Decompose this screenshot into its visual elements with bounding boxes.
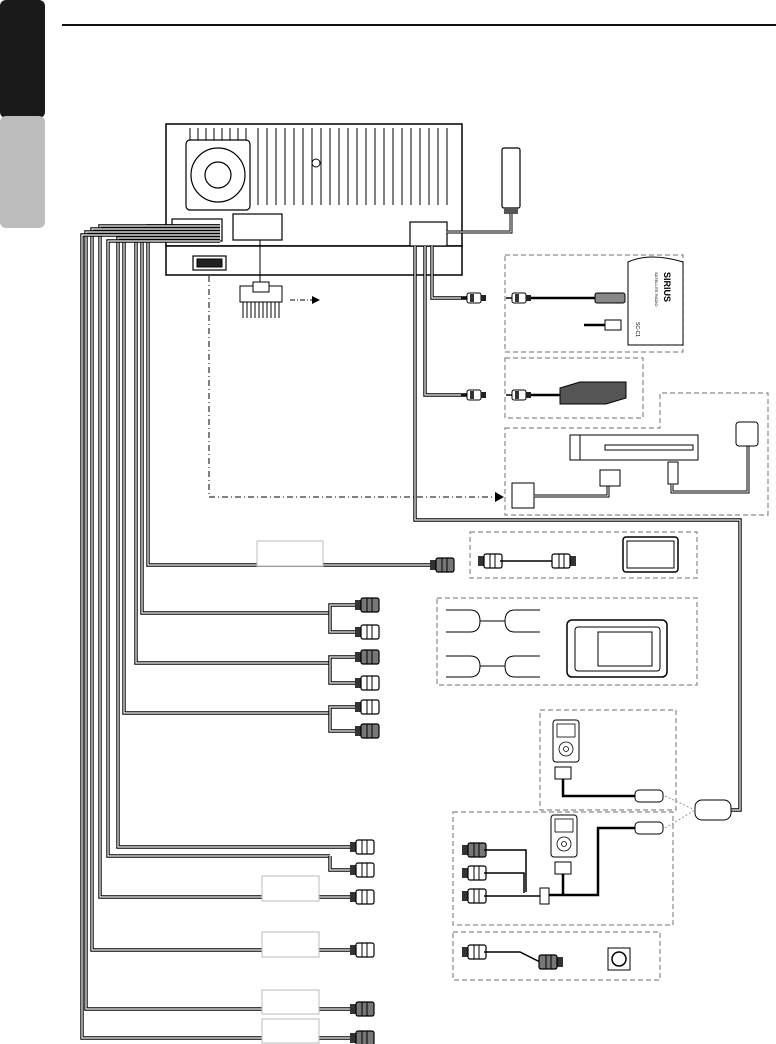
section-tab-light bbox=[0, 116, 45, 228]
ipod-av-box bbox=[452, 811, 674, 926]
wire bbox=[134, 230, 330, 665]
rca-connector bbox=[349, 1030, 375, 1044]
wire bbox=[328, 603, 355, 613]
dash-dot-route bbox=[208, 276, 496, 498]
wire-core bbox=[85, 231, 350, 1010]
label-box bbox=[256, 540, 324, 567]
wire-core bbox=[329, 656, 355, 663]
wire-core bbox=[117, 237, 350, 848]
usb-hub bbox=[694, 799, 732, 821]
rca-connector bbox=[349, 942, 375, 958]
arrow-icon bbox=[312, 296, 320, 304]
wire bbox=[146, 224, 430, 567]
usb-plug bbox=[634, 789, 664, 803]
amplifier-box bbox=[436, 597, 698, 686]
ipod-usb bbox=[461, 719, 732, 905]
rear-camera bbox=[461, 944, 631, 971]
rca-connector bbox=[349, 1001, 375, 1017]
rca-connector bbox=[349, 839, 375, 855]
rca-connector bbox=[354, 624, 380, 640]
sirius-logo: SIRIUS bbox=[662, 272, 672, 302]
rca-connector bbox=[349, 862, 375, 878]
head-unit: /* placeholder */ bbox=[165, 123, 463, 276]
wire-bundle bbox=[80, 224, 742, 1040]
wire bbox=[328, 856, 350, 872]
wire-core bbox=[329, 713, 355, 732]
wire-core bbox=[81, 234, 350, 1039]
wire bbox=[80, 233, 350, 1040]
rca-connector bbox=[354, 649, 380, 665]
wire bbox=[328, 705, 355, 713]
ipod-usb-box bbox=[539, 709, 677, 811]
arrow-icon bbox=[495, 492, 504, 502]
wire-core bbox=[329, 604, 355, 613]
wire bbox=[328, 663, 355, 685]
wire bbox=[328, 613, 355, 634]
label-box bbox=[261, 989, 320, 1015]
wire-core bbox=[424, 246, 467, 396]
black-box-unit-box bbox=[504, 357, 644, 419]
rca-connector bbox=[354, 675, 380, 691]
main-connector-socket bbox=[232, 213, 283, 241]
wire-core bbox=[329, 613, 355, 633]
wire-core bbox=[107, 240, 330, 857]
wire bbox=[328, 655, 355, 663]
label-boxes bbox=[256, 540, 324, 1044]
cd-changer bbox=[511, 421, 759, 509]
rear-monitor bbox=[477, 536, 679, 573]
wire bbox=[90, 227, 350, 952]
label-box bbox=[261, 875, 320, 902]
wire-core bbox=[123, 234, 330, 714]
section-tab-dark bbox=[0, 0, 45, 118]
usb-plug bbox=[634, 821, 664, 835]
wire bbox=[122, 233, 330, 715]
rca-connector bbox=[354, 723, 380, 739]
wire-core bbox=[329, 706, 355, 713]
label-box bbox=[261, 931, 320, 958]
wire-core bbox=[147, 225, 430, 566]
sirius-tuner: SIRIUS SATELLITE RADIO SC-C1 bbox=[460, 256, 684, 346]
wire-core bbox=[99, 225, 350, 898]
antenna-plug bbox=[447, 147, 521, 234]
sirius-model: SC-C1 bbox=[634, 322, 640, 337]
wire-core bbox=[431, 246, 467, 299]
wire-core bbox=[329, 856, 350, 871]
wire-core bbox=[91, 228, 350, 951]
rca-connector bbox=[354, 699, 380, 715]
amplifier bbox=[446, 609, 668, 678]
monitor-box bbox=[469, 531, 698, 579]
rca-connector bbox=[349, 889, 375, 905]
cd-changer-box bbox=[504, 392, 769, 516]
rca-connector bbox=[354, 597, 380, 613]
wire-core bbox=[329, 663, 355, 684]
power-harness-connector bbox=[239, 240, 320, 318]
sirius-tagline: SATELLITE RADIO bbox=[654, 272, 659, 307]
rca-connector bbox=[429, 557, 455, 573]
wire-core bbox=[135, 231, 330, 664]
wire-core bbox=[414, 246, 741, 811]
label-box bbox=[261, 1018, 320, 1044]
gps-antenna bbox=[735, 421, 759, 447]
screw-hole bbox=[311, 158, 321, 168]
external-unit bbox=[460, 381, 627, 405]
wire bbox=[328, 713, 355, 733]
